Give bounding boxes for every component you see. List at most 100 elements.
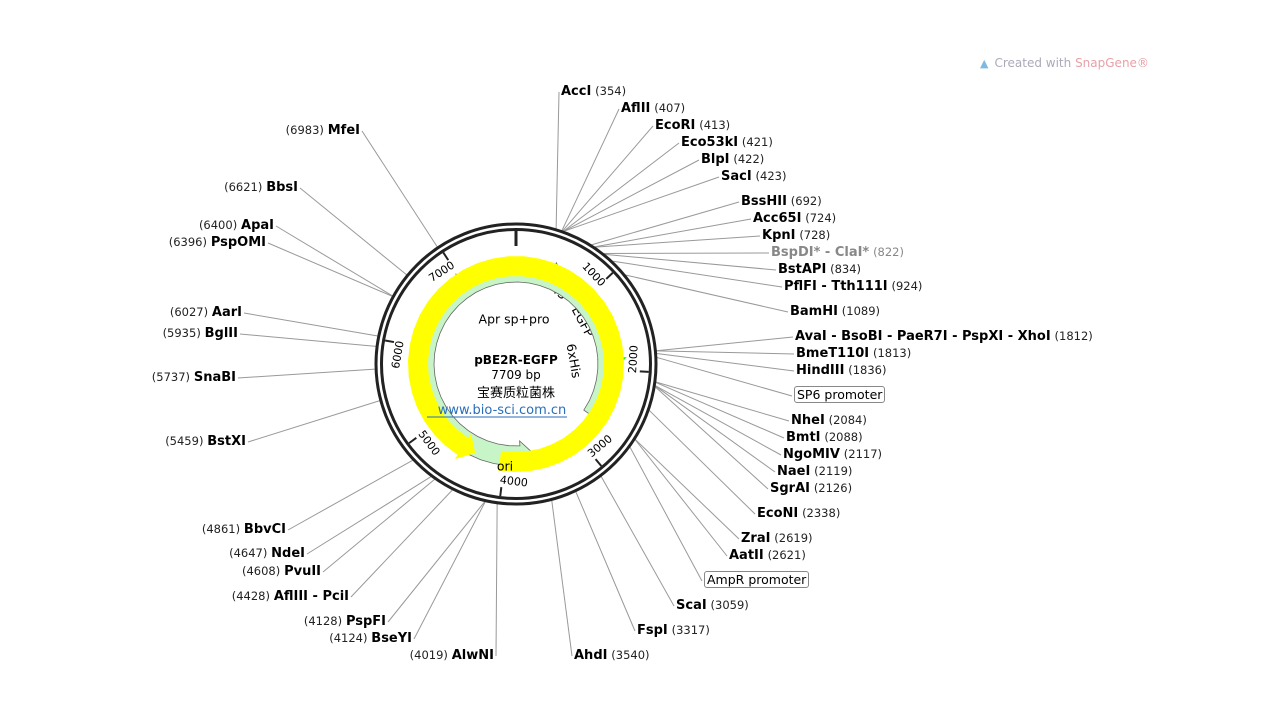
enzyme-position: (5459) [165, 434, 204, 448]
enzyme-label-scai[interactable]: ScaI (3059) [676, 597, 749, 614]
leader-line [648, 409, 756, 515]
enzyme-label-bglii[interactable]: (5935) BglII [163, 325, 238, 342]
enzyme-label-pflfi-tth111i[interactable]: PflFI - Tth111I (924) [784, 278, 922, 295]
leader-line [634, 438, 740, 540]
enzyme-position: (822) [873, 245, 904, 259]
leader-line [287, 459, 414, 531]
feature-label-ori: ori [497, 459, 513, 474]
enzyme-position: (4861) [201, 522, 241, 536]
enzyme-position: (1089) [841, 304, 881, 318]
enzyme-label-aatii[interactable]: AatII (2621) [729, 547, 806, 564]
enzyme-label-acci[interactable]: AccI (354) [561, 83, 626, 100]
enzyme-name: AatII [729, 548, 764, 563]
enzyme-name: Eco53kI [681, 135, 739, 150]
enzyme-label-mfei[interactable]: (6983) MfeI [286, 122, 360, 139]
enzyme-name: PspOMI [210, 235, 266, 250]
enzyme-position: (2338) [802, 506, 841, 520]
enzyme-label-pspomi[interactable]: (6396) PspOMI [169, 234, 266, 251]
enzyme-label-alwni[interactable]: (4019) AlwNI [410, 647, 494, 664]
enzyme-label-zrai[interactable]: ZraI (2619) [741, 530, 813, 547]
enzyme-label-ndei[interactable]: (4647) NdeI [229, 545, 305, 562]
enzyme-label-hindiii[interactable]: HindIII (1836) [796, 362, 887, 379]
feature-label-ampr-promoter[interactable]: AmpR promoter [704, 571, 810, 588]
tick-label: 6000 [389, 340, 407, 370]
leader-line [655, 385, 782, 456]
enzyme-label-bstxi[interactable]: (5459) BstXI [165, 433, 246, 450]
leader-line [600, 476, 675, 607]
enzyme-name: AflII [621, 101, 651, 116]
enzyme-name: ZraI [741, 531, 771, 546]
enzyme-label-bamhi[interactable]: BamHI (1089) [790, 303, 880, 320]
plasmid-size: 7709 bp [491, 368, 541, 382]
enzyme-label-nhei[interactable]: NheI (2084) [791, 412, 867, 429]
enzyme-label-ahdi[interactable]: AhdI (3540) [574, 647, 650, 664]
enzyme-label-aari[interactable]: (6027) AarI [170, 304, 242, 321]
tick-mark [408, 436, 417, 444]
enzyme-label-bspdi-clai[interactable]: BspDI* - ClaI* (822) [771, 244, 904, 261]
leader-line [594, 235, 761, 248]
enzyme-position: (5935) [162, 326, 201, 340]
enzyme-label-snabi[interactable]: (5737) SnaBI [152, 369, 236, 386]
enzyme-label-pvuii[interactable]: (4608) PvuII [242, 563, 321, 580]
enzyme-position: (2621) [767, 548, 806, 562]
enzyme-label-blpi[interactable]: BlpI (422) [701, 151, 764, 168]
plasmid-name: pBE2R-EGFP [474, 353, 558, 367]
watermark-brand: SnapGene® [1075, 56, 1149, 70]
leader-line [561, 108, 620, 231]
features: repBP43Apr sp+proEGFP6xHisAmpRori [408, 254, 627, 474]
enzyme-label-fspi[interactable]: FspI (3317) [637, 622, 710, 639]
enzyme-position: (6621) [224, 180, 263, 194]
enzyme-label-ecori[interactable]: EcoRI (413) [655, 117, 730, 134]
enzyme-label-ngomiv[interactable]: NgoMIV (2117) [783, 446, 882, 463]
enzyme-name: AarI [211, 305, 242, 320]
enzyme-label-aflii[interactable]: AflII (407) [621, 100, 685, 117]
enzyme-label-saci[interactable]: SacI (423) [721, 168, 786, 185]
enzyme-position: (407) [654, 101, 686, 115]
enzyme-label-bstapi[interactable]: BstAPI (834) [778, 261, 861, 278]
enzyme-position: (1812) [1054, 329, 1093, 343]
enzyme-position: (2126) [813, 481, 853, 495]
enzyme-label-naei[interactable]: NaeI (2119) [777, 463, 852, 480]
enzyme-position: (692) [790, 194, 822, 208]
enzyme-label-bbvci[interactable]: (4861) BbvCI [202, 521, 286, 538]
enzyme-label-sgrai[interactable]: SgrAI (2126) [770, 480, 852, 497]
plasmid-subtitle: 宝赛质粒菌株 [477, 385, 555, 401]
enzyme-label-bmet110i[interactable]: BmeT110I (1813) [796, 345, 911, 362]
enzyme-label-afliii-pcii[interactable]: (4428) AflIII - PciI [232, 588, 349, 605]
enzyme-label-bsshii[interactable]: BssHII (692) [741, 193, 822, 210]
enzyme-label-bbsi[interactable]: (6621) BbsI [224, 179, 298, 196]
enzyme-position: (421) [741, 135, 773, 149]
tick-mark [639, 370, 649, 373]
enzyme-position: (834) [830, 262, 862, 276]
enzyme-name: BglII [204, 326, 238, 341]
enzyme-position: (3059) [710, 598, 749, 612]
feature-label-sp6-promoter[interactable]: SP6 promoter [794, 386, 886, 403]
enzyme-label-apai[interactable]: (6400) ApaI [199, 217, 274, 234]
enzyme-name: BstXI [207, 434, 246, 449]
snapgene-watermark: ▲Created with SnapGene® [980, 56, 1149, 70]
enzyme-position: (1813) [872, 346, 912, 360]
enzyme-position: (724) [805, 211, 837, 225]
tick-mark [594, 458, 603, 467]
website-link[interactable]: www.bio-sci.com.cn [438, 403, 567, 418]
leader-line [612, 260, 783, 288]
leader-line [656, 356, 793, 397]
enzyme-label-bseyi[interactable]: (4124) BseYI [329, 630, 412, 647]
enzyme-name: SgrAI [770, 481, 810, 496]
enzyme-name: NdeI [271, 546, 305, 561]
enzyme-position: (924) [891, 279, 923, 293]
enzyme-label-eco53ki[interactable]: Eco53kI (421) [681, 134, 773, 151]
enzyme-label-pspfi[interactable]: (4128) PspFI [304, 613, 386, 630]
leader-line [322, 478, 436, 573]
leader-line [563, 142, 680, 232]
leader-line [594, 218, 752, 248]
enzyme-name: Acc65I [753, 211, 802, 226]
enzyme-label-kpni[interactable]: KpnI (728) [762, 227, 830, 244]
enzyme-label-bmti[interactable]: BmtI (2088) [786, 429, 863, 446]
enzyme-label-avai-bsobi-paer7i-pspxi-xhoi[interactable]: AvaI - BsoBI - PaeR7I - PspXI - XhoI (18… [795, 328, 1093, 345]
enzyme-name: EcoNI [757, 506, 799, 521]
enzyme-label-econi[interactable]: EcoNI (2338) [757, 505, 840, 522]
leader-line [247, 400, 381, 443]
enzyme-position: (423) [755, 169, 787, 183]
enzyme-label-acc65i[interactable]: Acc65I (724) [753, 210, 836, 227]
